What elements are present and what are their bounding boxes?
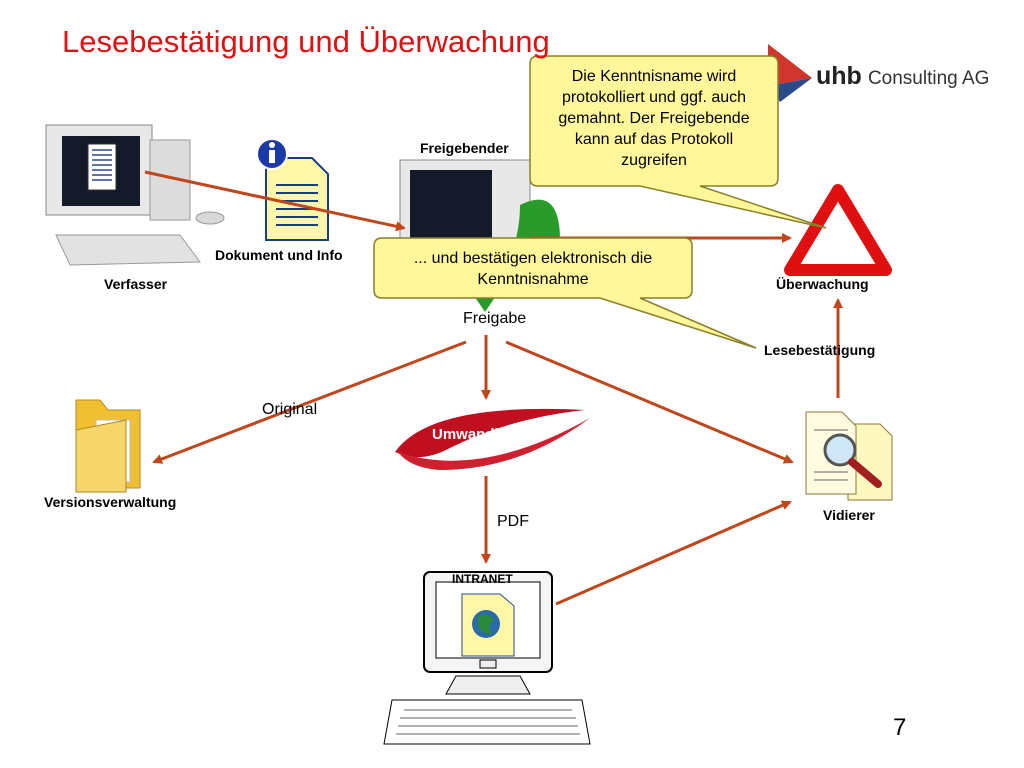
verfasser-computer-icon [45, 124, 225, 266]
arrow-verfasser-to-freigebender [144, 170, 406, 232]
label-ueberwachung: Überwachung [776, 276, 869, 292]
vidierer-documents-icon [805, 411, 893, 501]
callout-middle-text: ... und bestätigen elektronisch die Kenn… [413, 250, 653, 288]
intranet-computer-icon [383, 571, 591, 745]
page-title: Lesebestätigung und Überwachung [62, 24, 550, 59]
label-dokument-info: Dokument und Info [215, 247, 343, 263]
label-umwandlung: Umwandlung [432, 426, 527, 443]
label-vidierer: Vidierer [823, 507, 875, 523]
label-freigabe: Freigabe [463, 310, 527, 327]
flow-arrows [144, 170, 843, 606]
page-number: 7 [893, 714, 907, 741]
document-info-icon [256, 138, 329, 241]
umwandlung-swoosh-icon [395, 408, 590, 470]
arrow-intranet-to-vidierer [555, 500, 792, 606]
callout-top-shape [529, 55, 827, 229]
arrow-freigabe-to-versionsverwaltung [152, 340, 467, 464]
label-pdf: PDF [497, 513, 529, 530]
callout-top-text: Die Kenntnisname wird protokolliert und … [558, 68, 750, 169]
label-original: Original [262, 401, 318, 418]
logo-brand-bold: uhb [816, 62, 862, 90]
company-logo-text: uhb Consulting AG [816, 62, 989, 91]
label-freigebender: Freigebender [420, 140, 509, 156]
label-intranet: INTRANET [452, 572, 513, 586]
label-lesebestaetigung: Lesebestätigung [764, 342, 876, 358]
label-verfasser: Verfasser [104, 276, 168, 292]
logo-brand-rest: Consulting AG [867, 68, 990, 89]
warning-triangle-icon [784, 184, 892, 276]
folder-icon [75, 399, 141, 493]
label-versionsverwaltung: Versionsverwaltung [44, 494, 177, 510]
arrow-freigabe-to-vidierer [505, 340, 794, 464]
logo-mark [768, 44, 812, 102]
callout-middle-shape [373, 237, 757, 349]
